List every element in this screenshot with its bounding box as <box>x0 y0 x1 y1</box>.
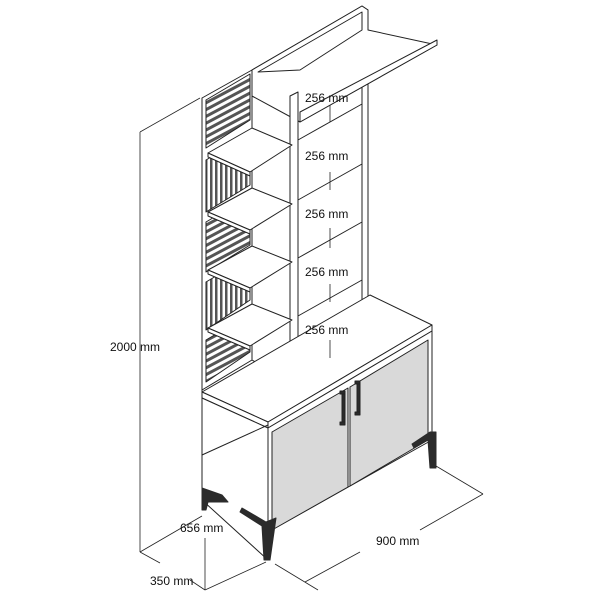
label-cabinet-height: 656 mm <box>180 521 223 535</box>
label-shelf-spacing-4: 256 mm <box>305 265 348 279</box>
leg-front-left <box>239 507 277 561</box>
door-handle-right[interactable] <box>354 380 361 416</box>
leg-front-right <box>411 431 437 469</box>
label-shelf-spacing-1: 256 mm <box>305 91 348 105</box>
label-shelf-spacing-5: 256 mm <box>305 323 348 337</box>
shelf-3 <box>207 245 293 293</box>
label-width: 900 mm <box>376 534 419 548</box>
cabinet-legs <box>201 431 437 561</box>
door-handle-left[interactable] <box>339 390 346 426</box>
shelf-4 <box>207 303 293 351</box>
leg-back-left <box>201 487 229 511</box>
label-shelf-spacing-2: 256 mm <box>305 149 348 163</box>
shelf-2 <box>207 187 293 235</box>
label-depth: 350 mm <box>150 574 193 588</box>
shelf-1 <box>207 127 293 177</box>
label-total-height: 2000 mm <box>110 340 160 354</box>
label-shelf-spacing-3: 256 mm <box>305 207 348 221</box>
dimension-labels: 2000 mm 656 mm 350 mm 900 mm 256 mm 256 … <box>110 91 419 588</box>
dimension-lines <box>139 97 484 591</box>
cabinet-door-left[interactable] <box>271 387 349 531</box>
